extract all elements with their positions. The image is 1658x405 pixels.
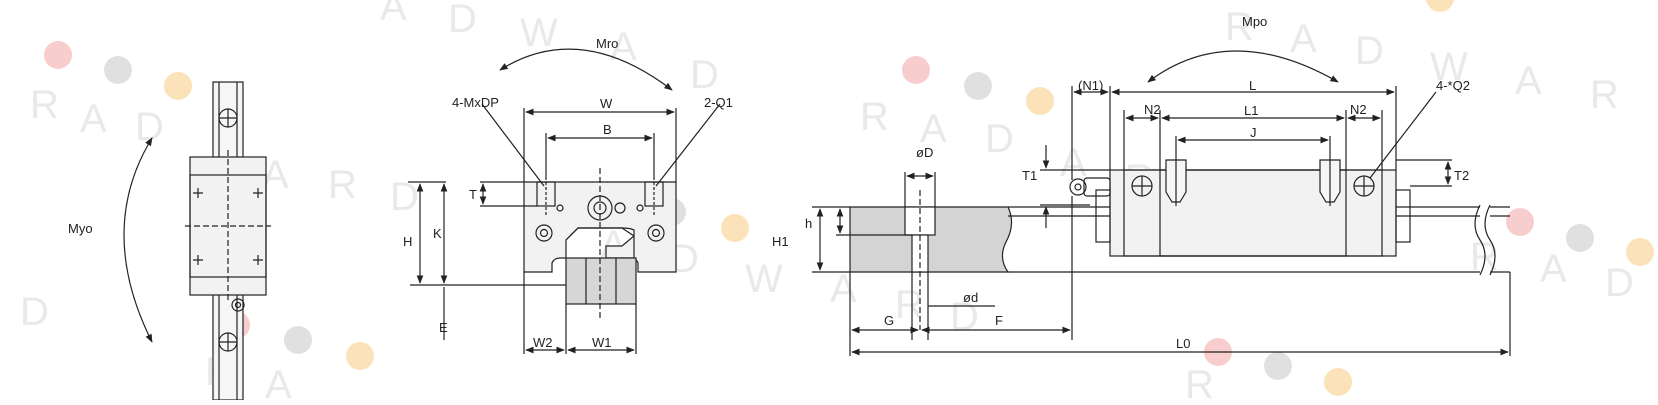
label-h: H — [403, 234, 412, 249]
grease-nipple-icon — [1069, 177, 1111, 197]
watermark-letter: A — [80, 97, 109, 141]
watermark-letter: R — [1185, 363, 1216, 400]
watermark-letter: D — [985, 117, 1016, 161]
watermark-letter: R — [895, 283, 926, 327]
label-lube-port: 2-Q1 — [704, 95, 733, 110]
rail-front — [565, 257, 637, 305]
label-f: F — [995, 313, 1003, 328]
side-view — [812, 50, 1511, 356]
label-small-h: h — [805, 216, 812, 231]
bolt-hole-icon — [1131, 175, 1375, 197]
rail-section — [849, 206, 1013, 273]
label-g: G — [884, 313, 894, 328]
watermark-letter: A — [830, 267, 859, 311]
label-l0: L0 — [1176, 336, 1190, 351]
label-w1: W1 — [592, 335, 612, 350]
top-view — [123, 81, 271, 401]
watermark-letter: R — [1225, 5, 1256, 49]
watermark-letter: D — [690, 53, 721, 97]
label-n2-right: N2 — [1350, 102, 1367, 117]
watermark-letter: A — [1060, 141, 1089, 185]
watermark-letter: D — [1355, 29, 1386, 73]
watermark-letter: W — [520, 11, 560, 55]
label-l1: L1 — [1244, 103, 1258, 118]
label-t1: T1 — [1022, 168, 1037, 183]
watermark-letter: D — [1605, 261, 1636, 305]
grease-nipple-icon — [556, 195, 644, 221]
watermark-letter: A — [920, 107, 949, 151]
label-h1: H1 — [772, 234, 789, 249]
label-mro: Mro — [596, 36, 618, 51]
bolt-hole-icon — [535, 224, 665, 242]
block-side — [1109, 169, 1397, 257]
moment-arrow-myo — [123, 137, 153, 343]
watermark-letter: A — [1290, 17, 1319, 61]
watermark-letter: W — [745, 257, 785, 301]
bolt-hole-icon — [218, 108, 238, 352]
label-mpo: Mpo — [1242, 14, 1267, 29]
moment-arrow-mpo — [1147, 50, 1339, 83]
moment-arrow-mro — [499, 48, 673, 91]
label-l: L — [1249, 78, 1256, 93]
watermark-letter: W — [1430, 45, 1470, 89]
watermark-letter: D — [20, 290, 51, 334]
label-n2-left: N2 — [1144, 102, 1161, 117]
label-mounting-holes: 4-MxDP — [452, 95, 499, 110]
mounting-hole-icon — [193, 188, 263, 265]
front-view — [408, 48, 721, 354]
watermark-letter: D — [448, 0, 479, 41]
label-t: T — [469, 187, 477, 202]
watermark-letter: A — [380, 0, 409, 29]
watermark-letter: R — [328, 163, 359, 207]
label-e: E — [439, 320, 448, 335]
watermark-letter: D — [135, 105, 166, 149]
label-j: J — [1250, 125, 1257, 140]
label-n1: (N1) — [1078, 78, 1103, 93]
label-t2: T2 — [1454, 168, 1469, 183]
label-q2: 4-*Q2 — [1436, 78, 1470, 93]
watermark-letter: R — [860, 95, 891, 139]
label-w: W — [600, 96, 613, 111]
label-k: K — [433, 226, 442, 241]
watermark-letter: A — [265, 363, 294, 400]
label-b: B — [603, 122, 612, 137]
watermark-letter: A — [1515, 59, 1544, 103]
watermark-letter: A — [1540, 247, 1569, 291]
watermark-letter: R — [1590, 73, 1621, 117]
label-od: øD — [916, 145, 933, 160]
label-myo: Myo — [68, 221, 93, 236]
mounting-screw-icon — [1165, 159, 1341, 206]
label-w2: W2 — [533, 335, 553, 350]
label-small-od: ød — [963, 290, 978, 305]
watermark-dots — [44, 0, 1654, 396]
watermark-letter: R — [30, 83, 61, 127]
grease-nipple-icon — [231, 298, 245, 312]
